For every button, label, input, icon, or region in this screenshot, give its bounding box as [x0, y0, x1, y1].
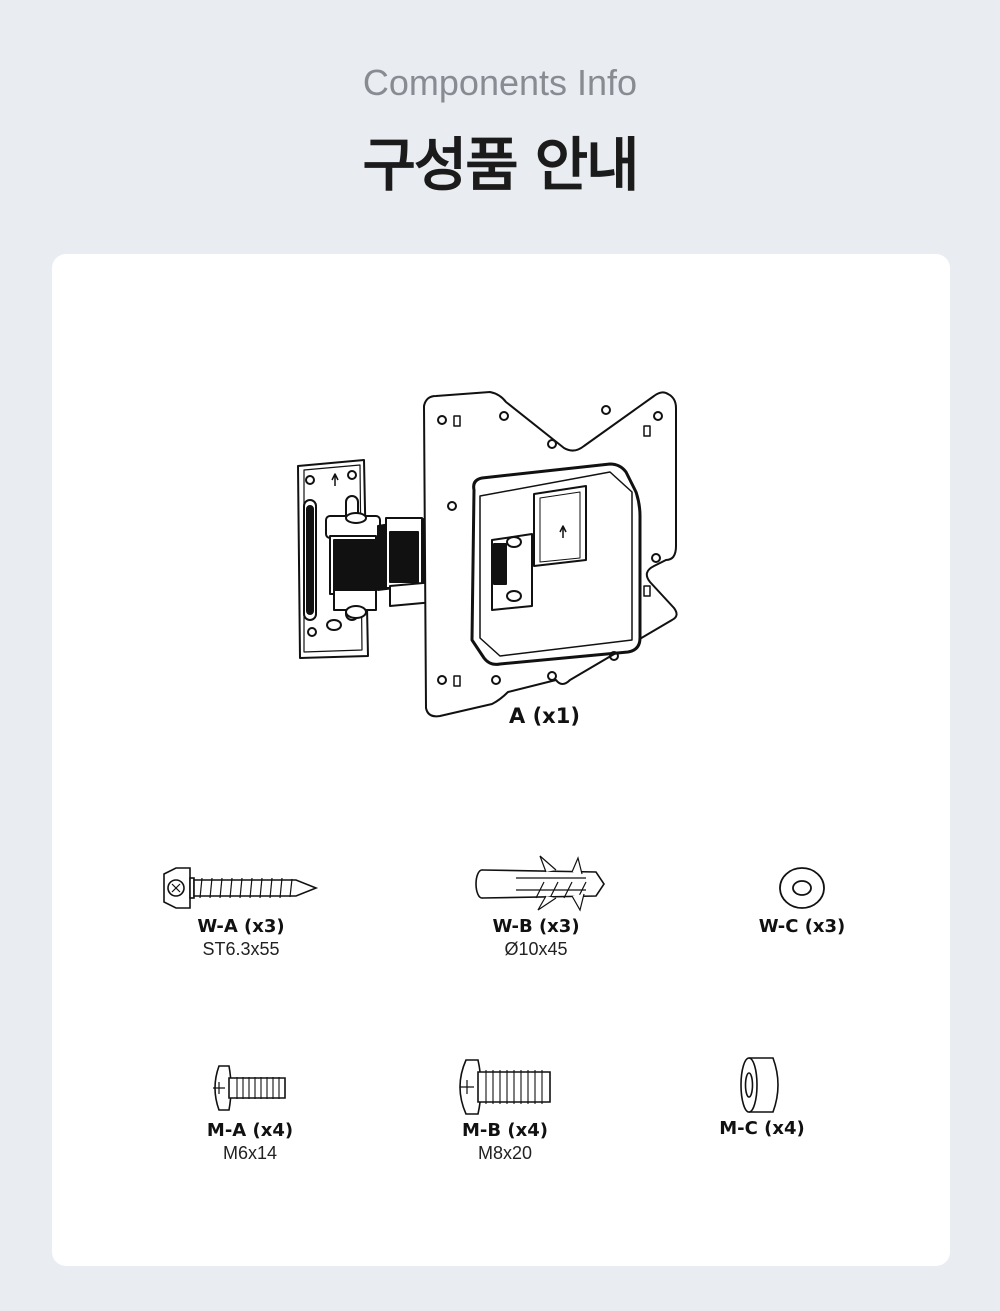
machine-screw-short-icon — [213, 1065, 286, 1111]
part-spec: Ø10x45 — [504, 939, 568, 959]
part-spec: ST6.3x55 — [202, 939, 280, 959]
part-name: W-A (x3) — [197, 916, 285, 937]
lag-screw-icon — [163, 867, 319, 909]
main-part-label: A (x1) — [509, 704, 580, 728]
part-m-b: M-B (x4) M8x20 — [405, 1054, 605, 1164]
part-w-c: W-C (x3) — [702, 860, 902, 938]
page-title: 구성품 안내 — [362, 131, 640, 199]
part-name: M-C (x4) — [719, 1118, 805, 1139]
washer-icon — [779, 867, 825, 909]
part-w-a: W-A (x3) ST6.3x55 — [141, 860, 341, 960]
spacer-icon — [740, 1057, 779, 1113]
part-name: M-B (x4) — [462, 1120, 548, 1141]
part-spec: M6x14 — [222, 1143, 278, 1163]
part-m-c: M-C (x4) — [662, 1052, 862, 1140]
components-card: A (x1) W-A (x3) ST6.3x55 W-B (x3) Ø10x45 — [52, 254, 950, 1266]
wall-anchor-icon — [475, 855, 605, 912]
part-spec: M8x20 — [477, 1143, 533, 1163]
part-name: W-C (x3) — [758, 916, 846, 937]
part-w-b: W-B (x3) Ø10x45 — [436, 850, 636, 960]
machine-screw-long-icon — [459, 1059, 551, 1115]
part-m-a: M-A (x4) M6x14 — [150, 1056, 350, 1164]
part-name: W-B (x3) — [492, 916, 580, 937]
page-subtitle: Components Info — [362, 62, 638, 103]
part-name: M-A (x4) — [206, 1120, 294, 1141]
wall-mount-bracket-drawing — [297, 391, 678, 718]
